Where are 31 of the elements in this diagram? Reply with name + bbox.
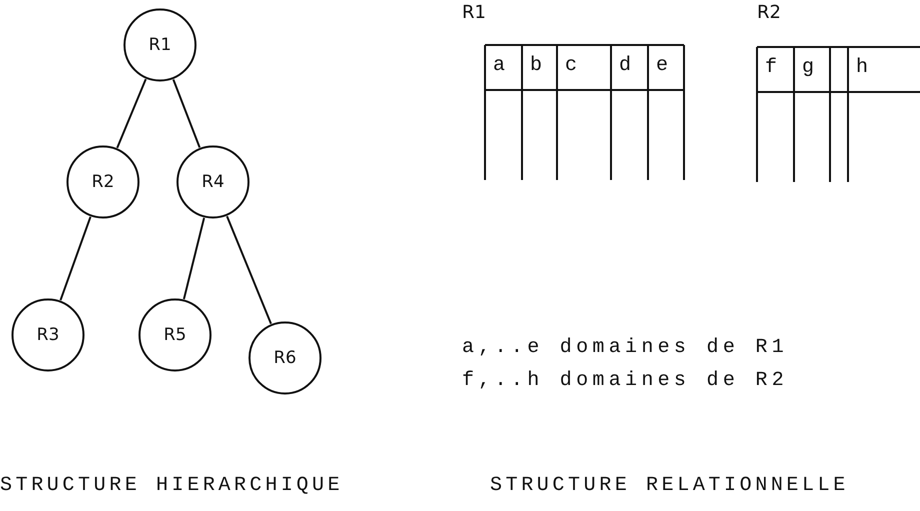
node-label: R1 — [148, 35, 172, 55]
connector-line — [60, 216, 92, 301]
tree-node-circle — [248, 321, 322, 395]
column-header: c — [565, 54, 578, 77]
tree-node-circle — [138, 298, 212, 372]
connector-line — [172, 79, 201, 148]
column-header: e — [656, 54, 668, 77]
node-label: R3 — [36, 325, 60, 345]
column-header: b — [530, 54, 542, 77]
legend-note: f,..h domaines de R2 — [462, 369, 788, 392]
tree-node-circle — [123, 8, 197, 82]
column-header: d — [619, 54, 632, 77]
tree-node-circle — [11, 298, 85, 372]
node-label: R6 — [274, 348, 296, 368]
connector-line — [226, 216, 272, 324]
column-header: g — [802, 56, 814, 79]
connector-line — [182, 218, 206, 300]
column-header: a — [493, 54, 506, 77]
connector-line — [116, 78, 147, 148]
column-header: h — [856, 56, 868, 79]
tree-node-circle — [176, 145, 250, 219]
column-header: f — [765, 56, 778, 79]
node-label: R4 — [202, 172, 224, 192]
table-name: R2 — [757, 2, 781, 23]
node-label: R2 — [92, 172, 114, 192]
legend-note: a,..e domaines de R1 — [462, 336, 788, 359]
caption: STRUCTURE RELATIONNELLE — [490, 474, 849, 497]
node-label: R5 — [164, 325, 186, 345]
caption: STRUCTURE HIERARCHIQUE — [0, 474, 344, 497]
tree-node-circle — [66, 145, 140, 219]
table-name: R1 — [462, 2, 486, 23]
